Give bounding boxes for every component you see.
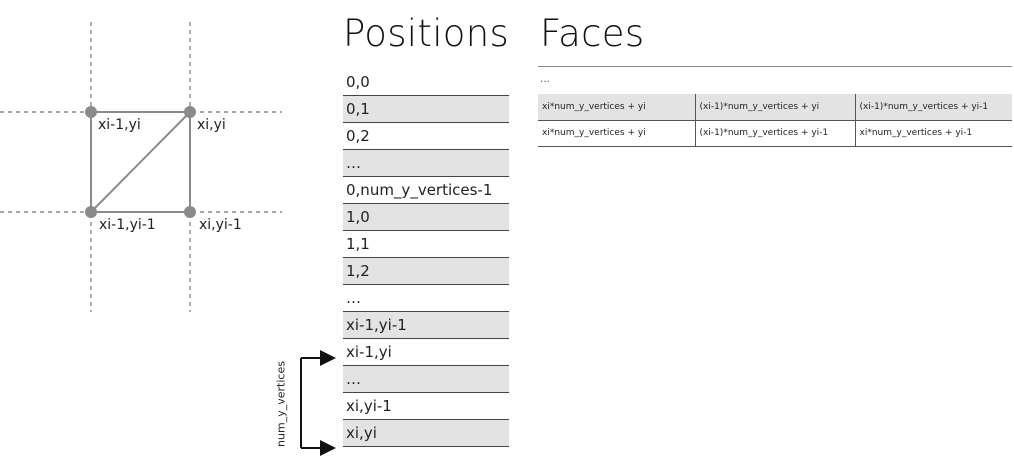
position-row: xi,yi	[343, 420, 509, 447]
face-row: xi*num_y_vertices + yi (xi-1)*num_y_vert…	[538, 94, 1012, 121]
vertex-top-right	[184, 106, 196, 118]
faces-top-rule	[538, 66, 1012, 67]
face-cell: (xi-1)*num_y_vertices + yi-1	[694, 120, 855, 147]
positions-title: Positions	[343, 12, 510, 55]
position-row: 0,num_y_vertices-1	[343, 177, 509, 204]
position-row: …	[343, 285, 509, 312]
vertex-label-top-left: xi-1,yi	[98, 117, 141, 133]
faces-table: xi*num_y_vertices + yi (xi-1)*num_y_vert…	[538, 94, 1012, 147]
face-cell: xi*num_y_vertices + yi	[538, 120, 695, 147]
vertex-bottom-left	[85, 206, 97, 218]
faces-ellipsis: …	[540, 74, 550, 85]
vertex-label-bottom-right: xi,yi-1	[199, 217, 242, 233]
grid-cell-diagram	[0, 22, 282, 312]
face-cell: (xi-1)*num_y_vertices + yi	[694, 94, 855, 121]
faces-title: Faces	[540, 12, 645, 55]
position-row: xi-1,yi-1	[343, 312, 509, 339]
position-row: 0,0	[343, 69, 509, 96]
cell-square	[90, 111, 191, 213]
position-row: …	[343, 150, 509, 177]
position-row: 0,1	[343, 96, 509, 123]
vertex-label-top-right: xi,yi	[197, 117, 226, 133]
position-row: 1,1	[343, 231, 509, 258]
vertex-bottom-right	[184, 206, 196, 218]
position-row: 0,2	[343, 123, 509, 150]
face-cell: xi*num_y_vertices + yi-1	[854, 120, 1012, 147]
num-y-vertices-bracket	[300, 350, 336, 456]
positions-list: 0,0 0,1 0,2 … 0,num_y_vertices-1 1,0 1,1…	[343, 69, 509, 447]
position-row: 1,0	[343, 204, 509, 231]
vertex-label-bottom-left: xi-1,yi-1	[99, 217, 156, 233]
face-row: xi*num_y_vertices + yi (xi-1)*num_y_vert…	[538, 120, 1012, 147]
face-cell: (xi-1)*num_y_vertices + yi-1	[854, 94, 1012, 121]
vertex-top-left	[85, 106, 97, 118]
position-row: xi,yi-1	[343, 393, 509, 420]
position-row: xi-1,yi	[343, 339, 509, 366]
cell-diagonal	[90, 111, 191, 213]
face-cell: xi*num_y_vertices + yi	[538, 94, 695, 121]
position-row: 1,2	[343, 258, 509, 285]
position-row: …	[343, 366, 509, 393]
bracket-label: num_y_vertices	[274, 361, 288, 447]
